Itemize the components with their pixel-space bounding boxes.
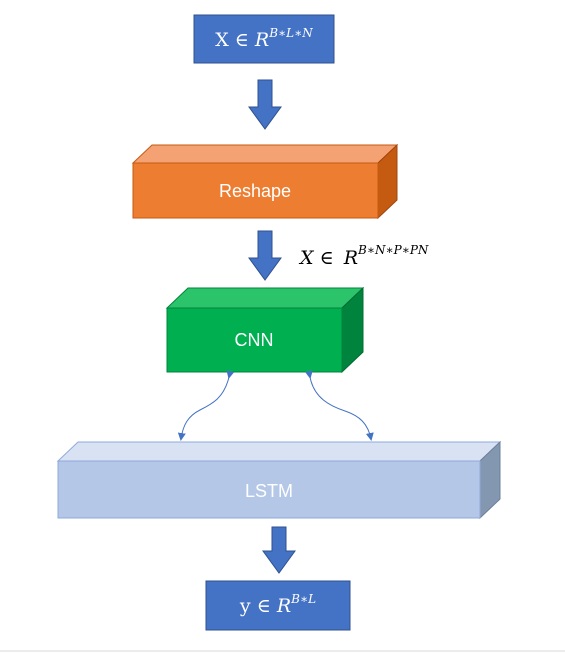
lstm-block: LSTM	[56, 440, 502, 520]
reshape-label: Reshape	[219, 181, 291, 201]
input-box-label: X ∈ RB∗L∗N	[215, 26, 313, 51]
input-box: X ∈ RB∗L∗N	[193, 14, 335, 64]
reshape-output-label: X ∈ RB∗N∗P∗PN	[298, 243, 429, 269]
lstm-label: LSTM	[245, 481, 293, 501]
cnn-label: CNN	[235, 330, 274, 350]
down-arrow-3	[262, 526, 296, 574]
cnn-lstm-connector-right	[304, 370, 374, 441]
down-arrow-2	[248, 230, 282, 281]
down-arrow-1	[248, 79, 282, 130]
output-box: y ∈ RB∗L	[205, 580, 351, 631]
cnn-lstm-connector-left	[177, 370, 235, 441]
cnn-block: CNN	[165, 286, 365, 374]
reshape-block: Reshape	[131, 143, 399, 220]
output-box-label: y ∈ RB∗L	[239, 592, 316, 617]
